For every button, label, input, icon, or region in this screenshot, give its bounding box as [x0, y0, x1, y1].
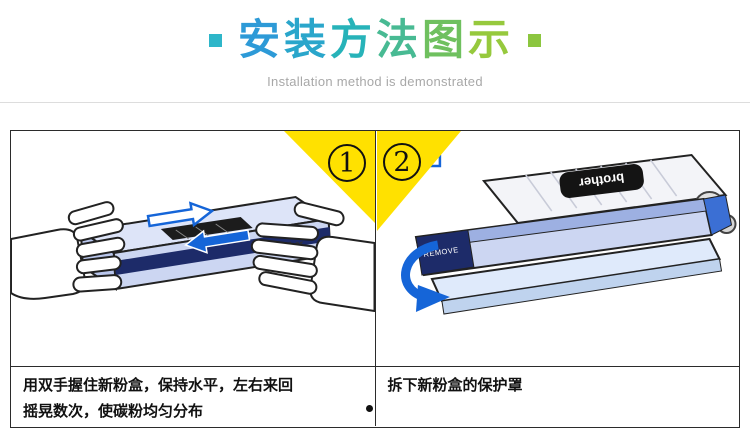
title-char-5: 图 [422, 16, 467, 63]
rib [649, 159, 677, 197]
finger [67, 201, 115, 226]
step2-panel: brother REMOVE [376, 131, 740, 366]
step2-number-badge: 2 [383, 143, 421, 181]
brand-plate: brother [559, 164, 644, 198]
vent-slit [175, 229, 190, 240]
right-hand [250, 201, 375, 312]
step1-caption: 用双手握住新粉盒，保持水平，左右来回 摇晃数次，使碳粉均匀分布 [11, 367, 376, 426]
protective-cover [429, 237, 722, 315]
remove-cover-illustration: brother REMOVE [391, 148, 737, 315]
shake-arrows [146, 201, 251, 254]
finger [75, 236, 126, 258]
finger [258, 271, 318, 295]
thumb [72, 274, 123, 293]
finger [75, 255, 122, 275]
right-palm [309, 235, 375, 312]
title-char-6: 示 [468, 16, 513, 63]
title-accent-right-square [528, 33, 542, 47]
caption-row: 用双手握住新粉盒，保持水平，左右来回 摇晃数次，使碳粉均匀分布 拆下新粉盒的保护… [11, 366, 739, 426]
finger [72, 218, 124, 242]
page-title: 安 装 方 法 图 示 [0, 14, 750, 66]
cartridge-blue-tab [702, 194, 732, 236]
cartridge-front-stripe [114, 227, 331, 275]
title-char-2: 装 [283, 16, 328, 63]
finger [250, 238, 319, 261]
rotate-down-arrow-icon [400, 240, 439, 302]
header-divider [0, 102, 750, 103]
finger [255, 222, 319, 241]
shake-arrow-right-icon [146, 201, 215, 228]
page-subtitle: Installation method is demonstrated [267, 74, 483, 89]
step1-caption-line2: 摇晃数次，使碳粉均匀分布 [23, 403, 204, 421]
shake-arrow-left-icon [184, 229, 251, 254]
page-header: 安 装 方 法 图 示 Installation method is demon… [0, 0, 750, 103]
title-char-1: 安 [237, 16, 282, 63]
step1-caption-line1: 用双手握住新粉盒，保持水平，左右来回 [23, 377, 294, 394]
shake-cartridge-illustration: brother [11, 195, 375, 312]
title-char-4: 法 [376, 16, 421, 63]
brand-label-right: brother [578, 170, 625, 190]
thumb [293, 201, 345, 227]
title-char-3: 方 [329, 16, 374, 63]
finger [252, 254, 318, 278]
bottom-center-dot [366, 405, 373, 412]
cover-lip [440, 258, 722, 315]
brand-plate-bg [559, 164, 644, 198]
rib [524, 174, 552, 212]
step1-number-badge: 1 [328, 144, 366, 182]
step2-caption: 拆下新粉盒的保护罩 [376, 367, 740, 426]
left-hand [11, 201, 126, 300]
title-accent-left-square [208, 33, 222, 47]
rotate-down-arrowhead [415, 285, 450, 312]
title-text: 安 装 方 法 图 示 [238, 19, 512, 61]
step2-caption-line1: 拆下新粉盒的保护罩 [387, 377, 523, 394]
figure-panels: brother [11, 131, 739, 366]
instruction-figure-box: brother [10, 130, 740, 428]
step1-panel: brother [11, 131, 376, 366]
cartridge-end-band [414, 229, 474, 276]
cartridge-vents [160, 217, 253, 240]
vent-slit [215, 223, 229, 234]
